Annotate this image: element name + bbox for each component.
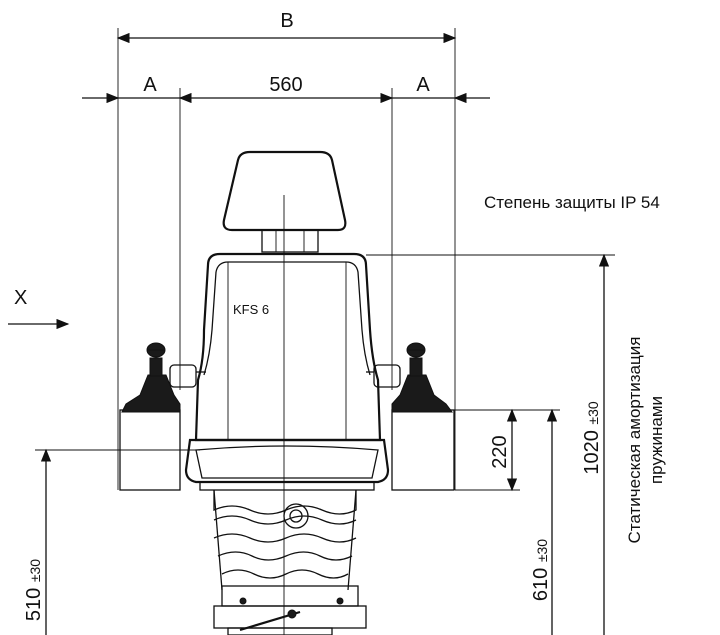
console-right <box>391 342 455 491</box>
suspension-bellows <box>213 489 357 591</box>
dimension-b: B <box>116 10 457 490</box>
dimension-510-label: 510 ±30 <box>23 559 45 621</box>
dimension-220: 220 <box>455 408 560 492</box>
armrest-left <box>169 364 206 388</box>
dimension-510: 510 ±30 <box>23 448 200 635</box>
suspension-note-line1: Статическая амортизация <box>625 337 644 544</box>
dimension-a-right-label: A <box>416 74 430 96</box>
headrest <box>222 150 347 253</box>
suspension-note-line2: пружинами <box>647 396 666 484</box>
view-direction-label: X <box>14 287 27 309</box>
protection-note: Степень защиты IP 54 <box>484 193 660 212</box>
seat-base <box>213 585 367 635</box>
dimension-1020-label: 1020 ±30 <box>581 401 603 475</box>
dimension-1020: 1020 ±30 <box>366 253 615 635</box>
dimension-220-label: 220 <box>489 435 511 468</box>
view-direction-x: X <box>8 287 70 330</box>
seat-cushion <box>184 438 390 491</box>
dimension-610: 610 ±30 <box>530 408 558 635</box>
dimension-b-label: B <box>280 10 293 32</box>
dimension-560-label: 560 <box>269 74 302 96</box>
dimension-a-560: A 560 A <box>82 74 490 390</box>
armrest-right <box>366 364 401 388</box>
dimension-610-label: 610 ±30 <box>530 539 552 601</box>
backrest: KFS 6 <box>194 252 382 442</box>
model-label: KFS 6 <box>233 302 269 317</box>
dimension-a-left-label: A <box>143 74 157 96</box>
console-left <box>119 342 181 491</box>
